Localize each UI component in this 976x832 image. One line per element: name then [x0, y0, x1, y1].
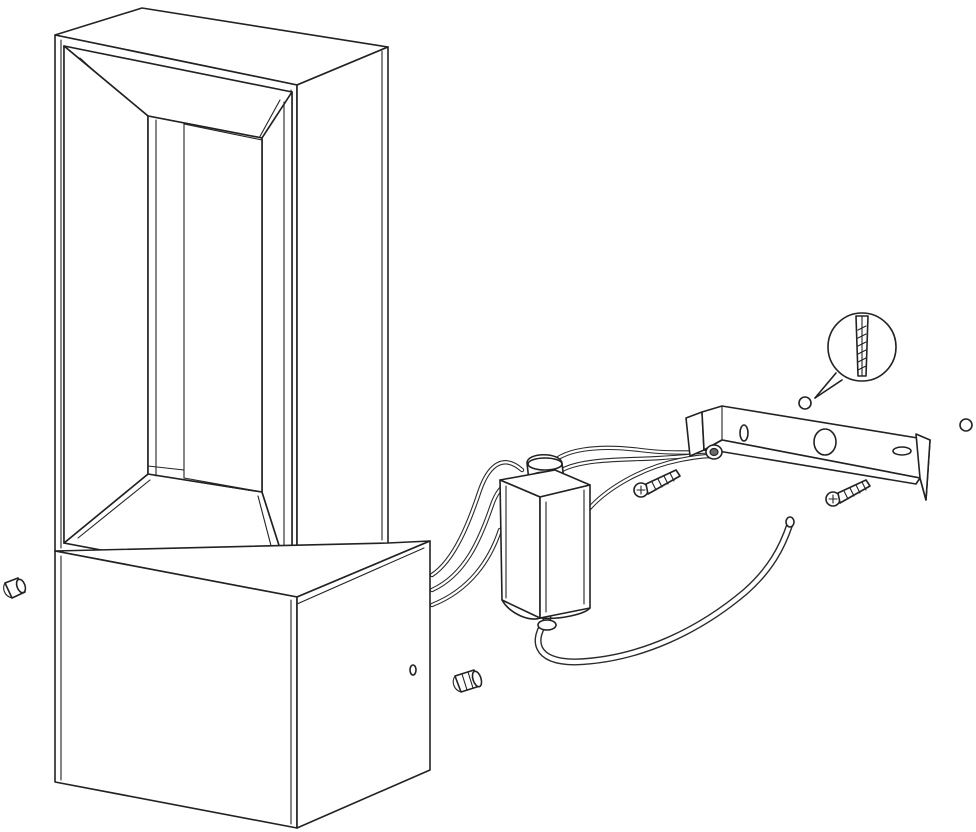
bracket-slot-left	[739, 424, 749, 442]
set-screw-right	[452, 669, 483, 693]
set-screw-left	[3, 577, 27, 599]
set-screw-icon	[3, 577, 483, 693]
drill-hole-marker-icon	[798, 372, 973, 432]
drill-hole-left	[798, 396, 812, 410]
screw-icon	[633, 469, 871, 507]
cable-end	[785, 516, 795, 528]
wall-plug-icon	[827, 312, 897, 382]
base-screw-hole	[409, 664, 417, 676]
screw-left	[633, 469, 681, 498]
junction-box-icon	[499, 453, 591, 631]
drill-hole-right	[959, 418, 973, 432]
cable-icon	[429, 445, 795, 666]
bracket-center-hole	[813, 428, 837, 456]
lamp-base-icon	[54, 540, 431, 829]
lamp-housing-icon	[54, 7, 389, 598]
mounting-bracket-icon	[685, 405, 931, 501]
bracket-slot-right	[892, 446, 912, 456]
screw-right	[825, 479, 871, 507]
